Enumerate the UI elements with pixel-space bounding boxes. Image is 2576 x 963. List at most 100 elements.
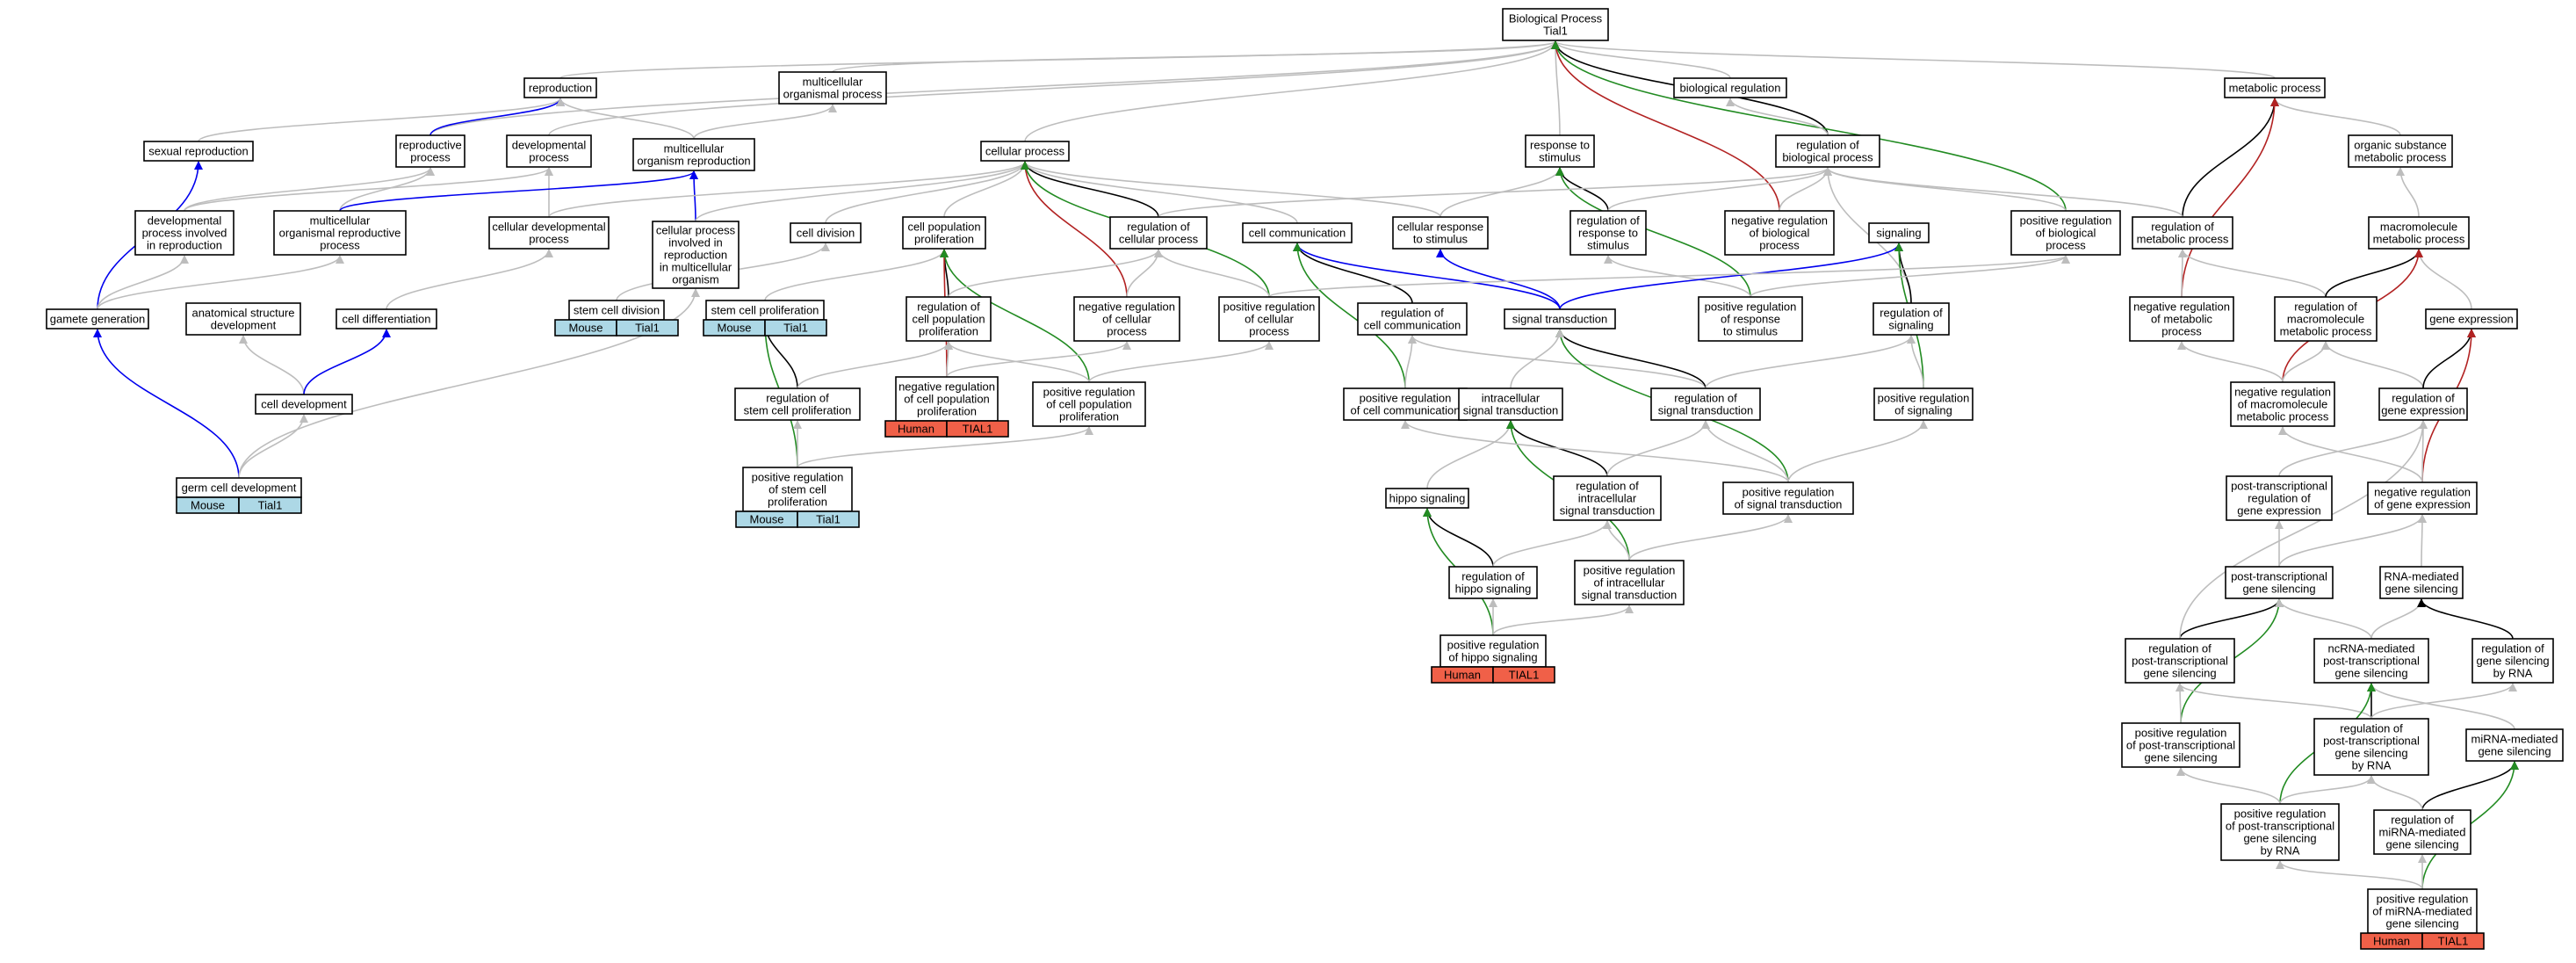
node-label-line: regulation of bbox=[1461, 570, 1525, 583]
node-label-line: of hippo signaling bbox=[1448, 651, 1537, 664]
edge-regulates bbox=[2421, 761, 2519, 811]
edge-is-a bbox=[1088, 341, 1274, 383]
go-term-node[interactable]: cell differentiation bbox=[336, 308, 437, 329]
node-box bbox=[2224, 77, 2326, 98]
node-label-line: multicellular bbox=[803, 76, 863, 89]
node-label-line: Tial1 bbox=[1543, 25, 1568, 38]
go-term-node[interactable]: signaling bbox=[1868, 222, 1930, 243]
go-term-node[interactable]: metabolic process bbox=[2224, 77, 2326, 98]
edge-part-of bbox=[429, 98, 565, 136]
node-label-line: cellular developmental bbox=[492, 221, 605, 234]
gene-tag-cell bbox=[797, 510, 860, 528]
node-label-line: process bbox=[529, 233, 569, 246]
go-term-node[interactable]: gamete generation bbox=[46, 308, 149, 329]
node-label-line: gamete generation bbox=[50, 313, 145, 326]
gene-tag-label: Tial1 bbox=[783, 322, 808, 335]
go-term-node[interactable]: reproduction bbox=[523, 77, 597, 98]
go-term-node[interactable]: signal transduction bbox=[1504, 308, 1616, 329]
go-term-node[interactable]: hippo signaling bbox=[1385, 488, 1469, 509]
node-box bbox=[1502, 8, 1609, 41]
go-term-node[interactable]: gene expression bbox=[2425, 308, 2518, 329]
edge-is-a bbox=[1268, 255, 2070, 298]
edge-is-a bbox=[1154, 249, 1270, 298]
go-term-node[interactable]: sexual reproduction bbox=[143, 141, 254, 162]
go-term-node[interactable]: cellular process bbox=[980, 141, 1070, 162]
node-label-line: of cell communication bbox=[1351, 404, 1461, 417]
go-term-node[interactable]: biological regulation bbox=[1673, 77, 1787, 98]
node-box bbox=[2132, 216, 2233, 250]
node-label-line: cellular process bbox=[985, 145, 1065, 158]
node-label-line: by RNA bbox=[2261, 844, 2300, 858]
edge-is-a bbox=[1787, 420, 1928, 483]
edge-is-a bbox=[2276, 860, 2423, 890]
edge-positively-regulates bbox=[1293, 243, 1406, 389]
go-term-node[interactable]: cell development bbox=[255, 394, 353, 415]
go-term-node[interactable]: cell division bbox=[790, 222, 862, 243]
go-term-node[interactable]: cell communication bbox=[1242, 222, 1353, 243]
node-box bbox=[652, 221, 740, 289]
node-label-line: negative regulation bbox=[2133, 300, 2230, 314]
species-tag-label: Human bbox=[2373, 935, 2410, 948]
